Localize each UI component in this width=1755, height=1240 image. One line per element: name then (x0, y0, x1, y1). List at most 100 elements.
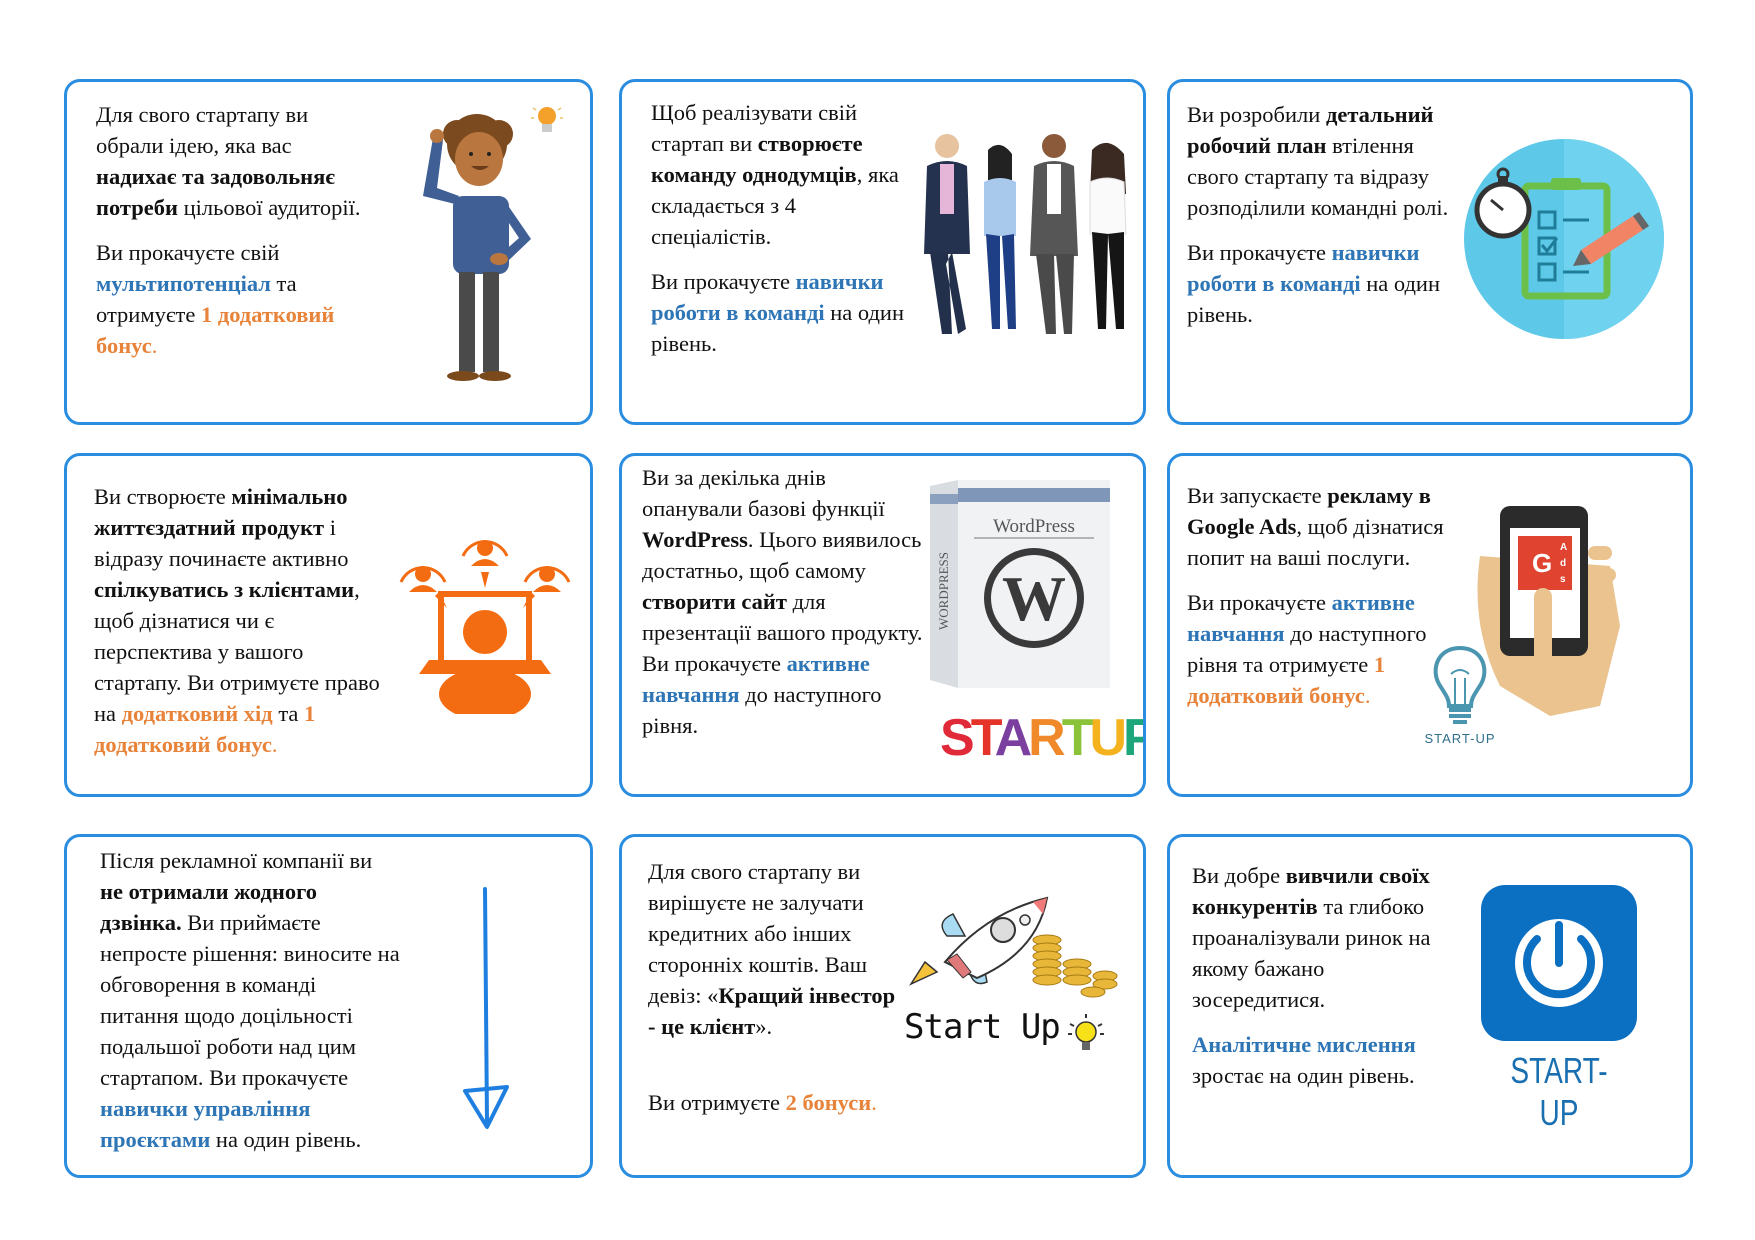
text: на один рівень. (651, 300, 905, 356)
text: Ви розробили (1187, 102, 1326, 127)
startup-bulb-icon: START-UP (1420, 644, 1500, 754)
text: на один рівень. (210, 1127, 362, 1152)
text: . (271, 732, 278, 757)
lightbulb-icon (1067, 1014, 1104, 1051)
skill-highlight: активне навчання (1187, 590, 1415, 646)
text: втілення свого стартапу та відразу розпо… (1187, 133, 1449, 220)
text: Для свого стартапу ви обрали ідею, яка в… (96, 102, 309, 158)
text: для презентації вашого продукту. Ви прок… (642, 589, 923, 676)
text: цільової аудиторії. (177, 195, 361, 220)
card-text: Ви створюєте мінімально життєздатний про… (94, 481, 394, 774)
text: , щоб дізнатися чи є перспектива у вашог… (94, 577, 380, 726)
skill-highlight: активне навчання (642, 651, 870, 707)
card-no-investors: Для свого стартапу ви вирішуєте не залуч… (619, 834, 1146, 1178)
text: , яка складається з 4 спеціалістів. (651, 162, 899, 249)
text: до наступного рівня. (642, 682, 882, 738)
hand-phone-google-ads-icon: G A d s (1470, 506, 1630, 726)
card-text: Після рекламної компанії ви не отримали … (100, 845, 400, 1169)
highlight-bold: Кращий інвестор - це клієнт (648, 983, 896, 1039)
text: . Цього виявилось достатньо, щоб самому (642, 527, 922, 583)
text: Ви запускаєте (1187, 483, 1328, 508)
text: та отримуєте (96, 271, 297, 327)
text: та (272, 701, 305, 726)
card-text: Ви за декілька днів опанували базові фун… (642, 462, 927, 755)
highlight-bold: WordPress (642, 527, 748, 552)
svg-text:W: W (1002, 563, 1066, 634)
card-mvp: Ви створюєте мінімально життєздатний про… (64, 453, 593, 797)
skill-highlight: навички управління проєктами (100, 1096, 311, 1152)
card-text: Ви запускаєте рекламу в Google Ads, щоб … (1187, 480, 1462, 725)
card-text: Ви добре вивчили своїх конкурентів та гл… (1192, 860, 1462, 1105)
text: зростає на один рівень. (1192, 1063, 1415, 1088)
text: Ви отримуєте (648, 1090, 786, 1115)
team-people-icon (902, 124, 1142, 354)
svg-text:A: A (1560, 542, 1567, 553)
planning-clipboard-icon (1463, 138, 1665, 340)
text: Ви прокачуєте (1187, 590, 1332, 615)
startup-handwritten-logo: Start Up (904, 1007, 1124, 1051)
text: Ви прокачуєте (1187, 240, 1332, 265)
rocket-coins-icon (907, 892, 1132, 1002)
skill-highlight: навички роботи в команді (1187, 240, 1420, 296)
highlight-bold: надихає та задовольняє потреби (96, 164, 336, 220)
text: Ви створюєте (94, 484, 232, 509)
card-text: Для свого стартапу ви вирішуєте не залуч… (648, 856, 898, 1132)
startup-bulb-label: START-UP (1424, 731, 1496, 746)
text: і відразу починаєте активно (94, 515, 349, 571)
highlight-bold: рекламу в Google Ads (1187, 483, 1431, 539)
thinking-person-icon (407, 102, 577, 404)
svg-text:WORDPRESS: WORDPRESS (936, 552, 951, 630)
text: . (1364, 683, 1371, 708)
text: , щоб дізнатися попит на ваші послуги. (1187, 514, 1444, 570)
card-competitors: Ви добре вивчили своїх конкурентів та гл… (1167, 834, 1693, 1178)
text: Ви приймаєте непросте рішення: виносите … (100, 910, 400, 1090)
card-team: Щоб реалізувати свій стартап ви створюєт… (619, 79, 1146, 425)
startup-logo-text: Start Up (904, 1007, 1061, 1047)
customer-communication-icon (395, 534, 575, 720)
skill-highlight: мультипотенціал (96, 271, 271, 296)
svg-text:s: s (1560, 574, 1566, 585)
text: до наступного рівня та отримуєте (1187, 621, 1427, 677)
startup-label: START-UP (1510, 1050, 1608, 1133)
lightbulb-icon (531, 102, 563, 132)
down-arrow-icon (457, 887, 517, 1147)
card-text: Для свого стартапу ви обрали ідею, яка в… (96, 99, 366, 375)
highlight-bold: детальний робочий план (1187, 102, 1434, 158)
card-wordpress: Ви за декілька днів опанували базові фун… (619, 453, 1146, 797)
wordpress-box-icon: WordPress WORDPRESS W (930, 480, 1110, 690)
bonus-highlight: додатковий хід (121, 701, 273, 726)
text: на один рівень. (1187, 271, 1441, 327)
text: Ви прокачуєте свій (96, 240, 280, 265)
card-idea: Для свого стартапу ви обрали ідею, яка в… (64, 79, 593, 425)
text: Ви добре (1192, 863, 1286, 888)
highlight-bold: мінімально життєздатний продукт (94, 484, 348, 540)
bonus-highlight: 2 бонуси (785, 1090, 872, 1115)
card-text: Щоб реалізувати свій стартап ви створюєт… (651, 97, 911, 373)
svg-text:WordPress: WordPress (993, 516, 1075, 537)
highlight-bold: не отримали жодного дзвінка. (100, 879, 318, 935)
skill-highlight: навички роботи в команді (651, 269, 884, 325)
highlight-bold: створити сайт (642, 589, 787, 614)
text: Для свого стартапу ви вирішуєте не залуч… (648, 859, 868, 1008)
skill-highlight: Аналітичне мислення (1192, 1032, 1416, 1057)
text: . (151, 333, 158, 358)
bonus-highlight: 1 додатковий бонус (94, 701, 316, 757)
card-google-ads: Ви запускаєте рекламу в Google Ads, щоб … (1167, 453, 1693, 797)
power-button-startup-icon: START-UP (1479, 885, 1639, 1133)
highlight-bold: створюєте команду однодумців (651, 131, 863, 187)
text: Ви прокачуєте (651, 269, 796, 294)
svg-text:G: G (1532, 548, 1552, 578)
card-no-calls: Після рекламної компанії ви не отримали … (64, 834, 593, 1178)
text: Після рекламної компанії ви (100, 848, 373, 873)
bonus-highlight: 1 додатковий бонус (96, 302, 335, 358)
text: . (871, 1090, 877, 1115)
highlight-bold: вивчили своїх конкурентів (1192, 863, 1430, 919)
svg-text:d: d (1560, 558, 1566, 569)
text: Ви за декілька днів опанували базові фун… (642, 465, 885, 521)
bonus-highlight: 1 додатковий бонус (1187, 652, 1386, 708)
text: Щоб реалізувати свій стартап ви (651, 100, 857, 156)
startup-logo: STARTUP (940, 709, 1143, 767)
card-text: Ви розробили детальний робочий план втіл… (1187, 99, 1457, 344)
card-work-plan: Ви розробили детальний робочий план втіл… (1167, 79, 1693, 425)
highlight-bold: спілкуватись з клієнтами (94, 577, 355, 602)
